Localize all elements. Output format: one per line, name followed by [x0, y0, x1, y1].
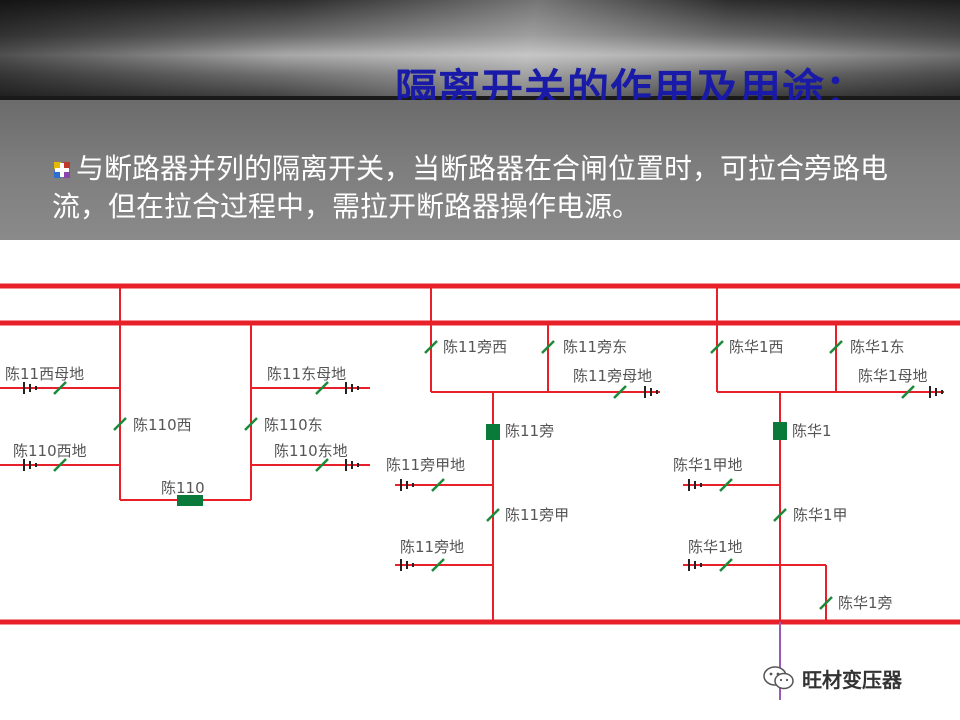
label-chen11-pang-dong: 陈11旁东 — [563, 338, 627, 356]
wechat-icon — [763, 666, 794, 690]
label-chen110: 陈110 — [161, 479, 205, 497]
text-panel — [0, 100, 960, 240]
bay-chenhua1-devices — [688, 340, 943, 610]
bay-chen110-devices — [23, 381, 359, 506]
label-chenhua1-pang: 陈华1旁 — [838, 594, 893, 612]
label-chenhua1-di: 陈华1地 — [688, 538, 743, 556]
brand-watermark: 旺材变压器 — [762, 664, 902, 692]
label-chen11-pang-jia: 陈11旁甲 — [505, 506, 569, 524]
wiring-diagram: 陈11西母地 陈110西地 陈110西 陈110 陈11东母地 陈110东 陈1… — [0, 283, 960, 700]
label-chen110-dong: 陈110东 — [264, 416, 323, 434]
label-chenhua1-jia: 陈华1甲 — [793, 506, 848, 524]
bay-chen11-pang-devices — [400, 340, 658, 572]
brand-name: 旺材变压器 — [802, 667, 902, 692]
label-chen110-dong-di: 陈110东地 — [274, 442, 348, 460]
bullet-icon — [54, 162, 70, 178]
label-chenhua1-mudi: 陈华1母地 — [858, 367, 928, 385]
bay-chen11-pang — [395, 286, 660, 622]
label-chen11-pang-di: 陈11旁地 — [400, 538, 464, 556]
label-chen11-xi-mudi: 陈11西母地 — [5, 365, 84, 383]
label-chen110-xi-di: 陈110西地 — [13, 442, 87, 460]
label-chen11-pang-xi: 陈11旁西 — [443, 338, 507, 356]
banner-sheen — [0, 0, 960, 100]
label-chen11-pang-mudi: 陈11旁母地 — [573, 367, 652, 385]
bay-chenhua1 — [683, 286, 944, 622]
label-chen11-pang: 陈11旁 — [505, 422, 554, 440]
banner-edge — [0, 96, 960, 100]
label-chenhua1: 陈华1 — [792, 422, 832, 440]
label-chen11-dong-mudi: 陈11东母地 — [267, 365, 346, 383]
label-chenhua1-xi: 陈华1西 — [729, 338, 784, 356]
label-chenhua1-jiadi: 陈华1甲地 — [673, 456, 743, 474]
label-chen110-xi: 陈110西 — [133, 416, 192, 434]
body-text: 与断路器并列的隔离开关，当断路器在合闸位置时，可拉合旁路电流，但在拉合过程中，需… — [52, 152, 889, 223]
label-chen11-pang-jiadi: 陈11旁甲地 — [386, 456, 465, 474]
label-chenhua1-dong: 陈华1东 — [850, 338, 905, 356]
